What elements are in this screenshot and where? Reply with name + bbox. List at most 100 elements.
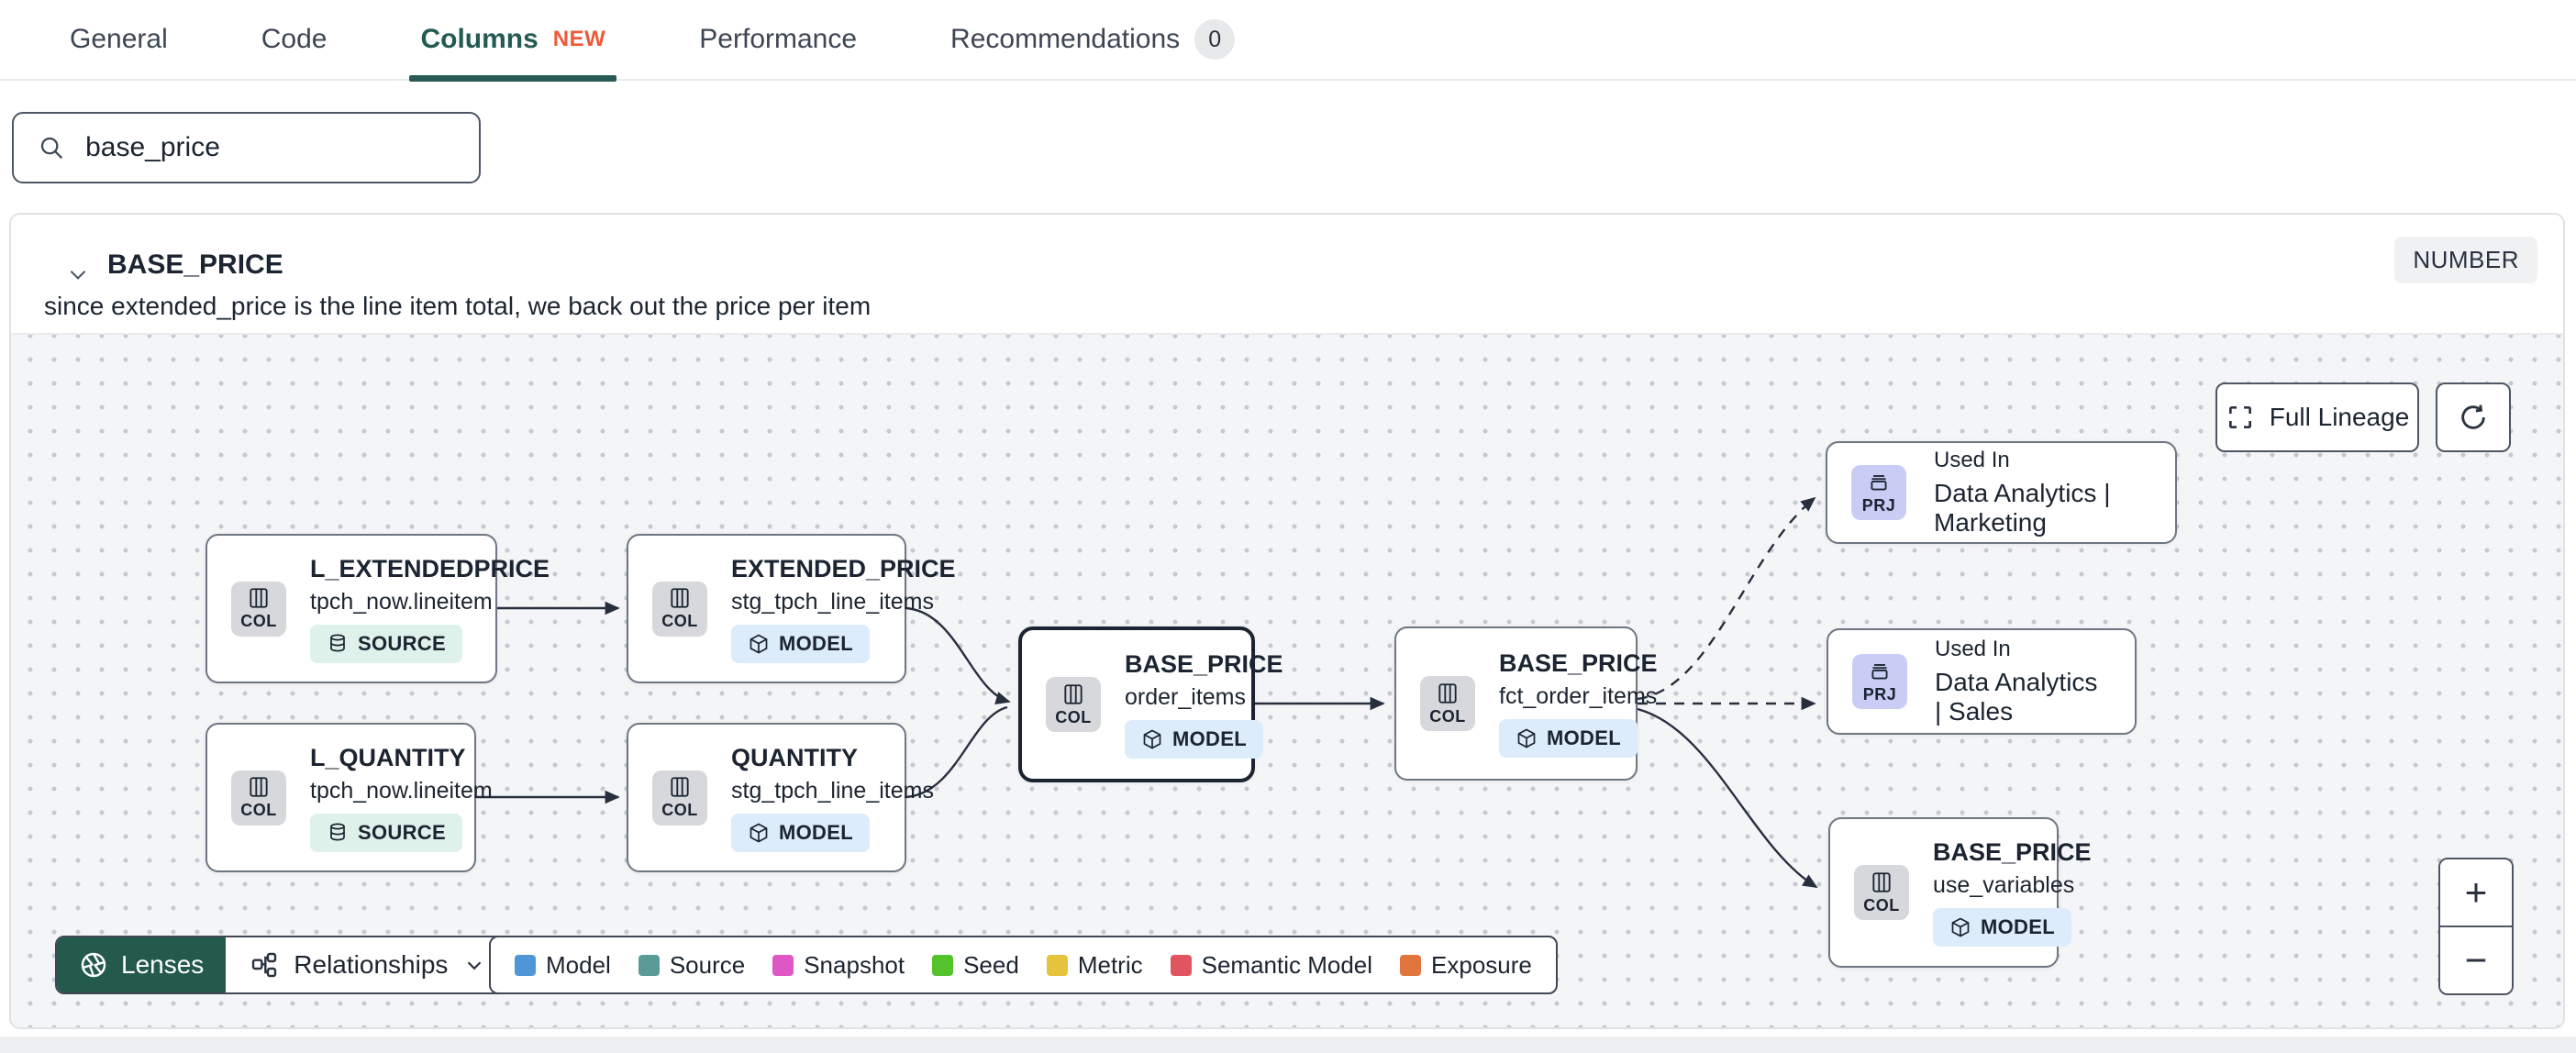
refresh-button[interactable]	[2436, 382, 2511, 452]
node-title: QUANTITY	[731, 743, 858, 771]
database-icon	[330, 823, 345, 840]
kind-label: COL	[661, 612, 698, 630]
lenses-toolbar: Lenses Relationships	[55, 936, 513, 994]
lineage-node-base-price-use-variables[interactable]: COL BASE_PRICE use_variables MODEL	[1828, 817, 2092, 968]
edge-fct-to-usevariables	[1637, 707, 1818, 889]
columns-icon	[250, 777, 268, 797]
project-icon	[1871, 663, 1888, 680]
prj-kind-badge: PRJ	[1851, 465, 1906, 520]
col-kind-badge: COL	[652, 581, 707, 637]
resource-badge-model: MODEL	[1933, 908, 2071, 947]
horizontal-scrollbar[interactable]	[0, 1036, 2576, 1053]
expand-icon	[2228, 406, 2251, 428]
columns-icon	[671, 777, 689, 797]
kind-label: COL	[1055, 707, 1092, 726]
zoom-out-button[interactable]: −	[2440, 926, 2512, 993]
relationships-label: Relationships	[294, 950, 449, 979]
metric-swatch	[1046, 954, 1068, 976]
relationships-dropdown[interactable]: Relationships	[226, 937, 510, 992]
col-kind-badge: COL	[1854, 865, 1909, 920]
lineage-node-base-price-order-items[interactable]: COL BASE_PRICE order_items MODEL	[1018, 626, 1283, 782]
kind-label: COL	[240, 801, 277, 819]
tab-recommendations[interactable]: Recommendations 0	[947, 0, 1238, 80]
zoom-in-button[interactable]: +	[2440, 859, 2512, 926]
legend-label: Snapshot	[804, 950, 905, 979]
lineage-node-l-extendedprice[interactable]: COL L_EXTENDEDPRICE tpch_now.lineitem SO…	[205, 534, 550, 683]
kind-label: COL	[1429, 706, 1466, 726]
legend-label: Source	[669, 950, 746, 979]
legend-item-source: Source	[638, 951, 745, 980]
legend-label: Metric	[1077, 950, 1143, 979]
legend-label: Model	[546, 950, 611, 979]
search-input[interactable]	[85, 132, 455, 163]
cube-icon	[749, 634, 768, 653]
node-title: L_QUANTITY	[310, 743, 466, 771]
tab-performance[interactable]: Performance	[695, 0, 861, 80]
model-swatch	[515, 954, 536, 976]
lineage-node-l-quantity[interactable]: COL L_QUANTITY tpch_now.lineitem SOURCE	[205, 723, 493, 872]
refresh-icon	[2461, 405, 2485, 429]
aperture-icon	[81, 952, 106, 978]
resource-badge-label: SOURCE	[358, 820, 446, 844]
tab-columns-label: Columns	[420, 24, 539, 54]
node-subtitle: stg_tpch_line_items	[731, 588, 934, 615]
node-title: BASE_PRICE	[1933, 838, 2092, 866]
lenses-button[interactable]: Lenses	[57, 937, 227, 992]
column-card: BASE_PRICE NUMBER since extended_price i…	[9, 213, 2565, 1029]
snapshot-swatch	[772, 954, 794, 976]
resource-badge-source: SOURCE	[310, 624, 462, 663]
chevron-down-icon	[468, 961, 482, 970]
lineage-node-base-price-fct-order-items[interactable]: COL BASE_PRICE fct_order_items MODEL	[1394, 626, 1658, 781]
kind-label: COL	[240, 612, 277, 630]
node-body: BASE_PRICE use_variables MODEL	[1933, 838, 2092, 947]
tab-general[interactable]: General	[66, 0, 172, 80]
lineage-canvas[interactable]: COL L_EXTENDEDPRICE tpch_now.lineitem SO…	[11, 333, 2563, 1027]
resource-badge-model: MODEL	[731, 624, 870, 663]
resource-badge-label: MODEL	[1172, 727, 1247, 750]
cube-icon	[749, 823, 768, 842]
tab-code-label: Code	[261, 24, 328, 54]
lineage-node-extended-price[interactable]: COL EXTENDED_PRICE stg_tpch_line_items M…	[627, 534, 956, 683]
tab-code[interactable]: Code	[258, 0, 331, 80]
resource-badge-model: MODEL	[1125, 720, 1263, 759]
columns-icon	[250, 588, 268, 608]
chevron-down-icon[interactable]	[64, 262, 92, 286]
resource-badge-label: MODEL	[1981, 915, 2055, 938]
exposure-swatch	[1400, 954, 1422, 976]
resource-badge-model: MODEL	[1499, 719, 1638, 758]
resource-badge-label: MODEL	[779, 820, 853, 844]
edge-fct-to-marketing	[1637, 496, 1816, 701]
node-subtitle: tpch_now.lineitem	[310, 777, 493, 804]
node-subtitle: order_items	[1125, 684, 1246, 710]
node-body: QUANTITY stg_tpch_line_items MODEL	[731, 744, 934, 852]
node-subtitle: stg_tpch_line_items	[731, 777, 934, 804]
lineage-node-quantity[interactable]: COL QUANTITY stg_tpch_line_items MODEL	[627, 723, 934, 872]
kind-label: COL	[661, 801, 698, 819]
column-card-header: BASE_PRICE NUMBER since extended_price i…	[11, 215, 2563, 333]
col-kind-badge: COL	[231, 770, 286, 826]
relationships-icon	[252, 952, 277, 978]
column-search[interactable]	[12, 112, 481, 183]
lineage-node-used-in-marketing[interactable]: PRJ Used In Data Analytics | Marketing	[1826, 441, 2177, 544]
full-lineage-label: Full Lineage	[2269, 403, 2410, 431]
node-title: L_EXTENDEDPRICE	[310, 554, 550, 582]
column-description: since extended_price is the line item to…	[44, 292, 872, 320]
project-name: Data Analytics | Marketing	[1934, 479, 2111, 537]
resource-badge-model: MODEL	[731, 813, 870, 852]
semantic-model-swatch	[1170, 954, 1192, 976]
node-body: L_QUANTITY tpch_now.lineitem SOURCE	[310, 744, 493, 852]
legend-item-snapshot: Snapshot	[772, 951, 905, 980]
tab-recommendations-label: Recommendations	[950, 24, 1181, 54]
lineage-node-used-in-sales[interactable]: PRJ Used In Data Analytics | Sales	[1827, 628, 2137, 735]
cube-icon	[1951, 917, 1970, 937]
tab-columns[interactable]: Columns NEW	[409, 0, 617, 82]
prj-kind-badge: PRJ	[1852, 654, 1907, 709]
resource-legend: Model Source Snapshot Seed Metric	[489, 936, 1558, 994]
col-kind-badge: COL	[652, 770, 707, 826]
legend-item-semantic-model: Semantic Model	[1170, 951, 1372, 980]
full-lineage-button[interactable]: Full Lineage	[2215, 382, 2419, 452]
legend-item-metric: Metric	[1046, 950, 1143, 980]
cube-icon	[1143, 729, 1161, 749]
columns-icon	[1064, 683, 1083, 704]
